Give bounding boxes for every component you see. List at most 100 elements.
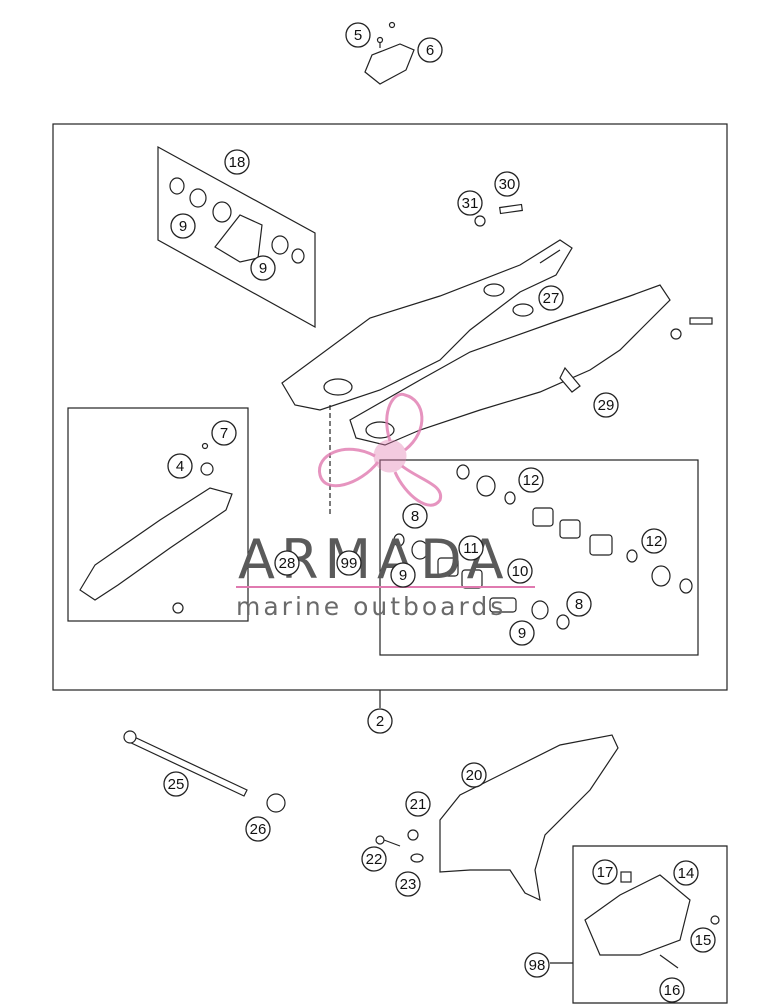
- callout-c14: 14: [673, 860, 699, 886]
- callout-c30: 30: [494, 171, 520, 197]
- callout-c9b: 9: [250, 255, 276, 281]
- callout-c15: 15: [690, 927, 716, 953]
- callout-circle: [538, 285, 564, 311]
- callout-label: 9: [259, 260, 267, 277]
- callout-circle: [367, 708, 393, 734]
- callout-label: 12: [523, 472, 540, 489]
- callout-c26: 26: [245, 816, 271, 842]
- callout-label: 27: [543, 290, 560, 307]
- callout-circle: [336, 550, 362, 576]
- callout-label: 30: [499, 176, 516, 193]
- guide-kit-box: [572, 845, 728, 1004]
- callout-circle: [211, 420, 237, 446]
- callout-label: 9: [399, 567, 407, 584]
- chain-pad-part: [364, 21, 415, 85]
- callout-label: 6: [426, 42, 434, 59]
- callout-circle: [274, 550, 300, 576]
- callout-label: 23: [400, 876, 417, 893]
- chain-guide-part: [375, 734, 619, 902]
- callout-c9c: 9: [390, 562, 416, 588]
- bearing-kit-box: [157, 145, 316, 329]
- callout-circle: [507, 558, 533, 584]
- callout-circle: [494, 171, 520, 197]
- callout-label: 16: [664, 982, 681, 999]
- callout-c28: 28: [274, 550, 300, 576]
- callout-circle: [402, 503, 428, 529]
- callout-circle: [163, 771, 189, 797]
- callout-c9d: 9: [509, 620, 535, 646]
- callout-circle: [458, 535, 484, 561]
- callout-c11: 11: [458, 535, 484, 561]
- callout-label: 31: [462, 195, 479, 212]
- callout-label: 17: [597, 864, 614, 881]
- callout-circle: [592, 859, 618, 885]
- callout-circle: [518, 467, 544, 493]
- callout-circle: [659, 977, 685, 1003]
- main-assembly-frame: [52, 123, 728, 691]
- callout-circle: [509, 620, 535, 646]
- callout-c5: 5: [345, 22, 371, 48]
- callout-c8b: 8: [566, 591, 592, 617]
- callout-circle: [461, 762, 487, 788]
- axle-part: [123, 730, 286, 813]
- callout-label: 28: [279, 555, 296, 572]
- callout-label: 10: [512, 563, 529, 580]
- callout-label: 8: [411, 508, 419, 525]
- chain-slider-part: [79, 442, 233, 614]
- callout-label: 21: [410, 796, 427, 813]
- callout-c2: 2: [367, 708, 393, 734]
- callout-label: 20: [466, 767, 483, 784]
- callout-label: 22: [366, 851, 383, 868]
- watermark-subtitle: marine outboards: [236, 592, 506, 621]
- callout-circle: [361, 846, 387, 872]
- callout-label: 8: [575, 596, 583, 613]
- callout-c9a: 9: [170, 213, 196, 239]
- callout-label: 26: [250, 821, 267, 838]
- callout-c16: 16: [659, 977, 685, 1003]
- callout-label: 7: [220, 425, 228, 442]
- callout-c29: 29: [593, 392, 619, 418]
- callout-label: 11: [463, 540, 479, 557]
- callout-label: 99: [341, 555, 358, 572]
- callout-label: 5: [354, 27, 362, 44]
- callout-c20: 20: [461, 762, 487, 788]
- bearing-kit-parts: [169, 177, 305, 264]
- callout-circle: [417, 37, 443, 63]
- callout-circle: [245, 816, 271, 842]
- callout-c12a: 12: [518, 467, 544, 493]
- callout-c12b: 12: [641, 528, 667, 554]
- callout-circle: [405, 791, 431, 817]
- callout-label: 14: [678, 865, 695, 882]
- callout-label: 4: [176, 458, 184, 475]
- callout-c21: 21: [405, 791, 431, 817]
- callout-c8a: 8: [402, 503, 428, 529]
- armada-logo-icon: [318, 392, 443, 507]
- callout-c22: 22: [361, 846, 387, 872]
- callout-circle: [690, 927, 716, 953]
- callout-c99: 99: [336, 550, 362, 576]
- callout-label: 9: [179, 218, 187, 235]
- callout-label: 2: [376, 713, 384, 730]
- callout-circle: [167, 453, 193, 479]
- pivot-kit-box: [379, 459, 699, 656]
- callout-label: 18: [229, 154, 246, 171]
- callout-label: 29: [598, 397, 615, 414]
- callout-c27: 27: [538, 285, 564, 311]
- callout-c10: 10: [507, 558, 533, 584]
- callout-circle: [250, 255, 276, 281]
- callout-label: 12: [646, 533, 663, 550]
- callout-circle: [524, 952, 550, 978]
- callout-c18: 18: [224, 149, 250, 175]
- callout-circle: [390, 562, 416, 588]
- callout-c98: 98: [524, 952, 550, 978]
- callout-label: 15: [695, 932, 712, 949]
- callout-c17: 17: [592, 859, 618, 885]
- callout-label: 9: [518, 625, 526, 642]
- guide-kit-parts: [584, 871, 720, 969]
- callout-c7: 7: [211, 420, 237, 446]
- callout-circle: [224, 149, 250, 175]
- callout-circle: [170, 213, 196, 239]
- callout-c4: 4: [167, 453, 193, 479]
